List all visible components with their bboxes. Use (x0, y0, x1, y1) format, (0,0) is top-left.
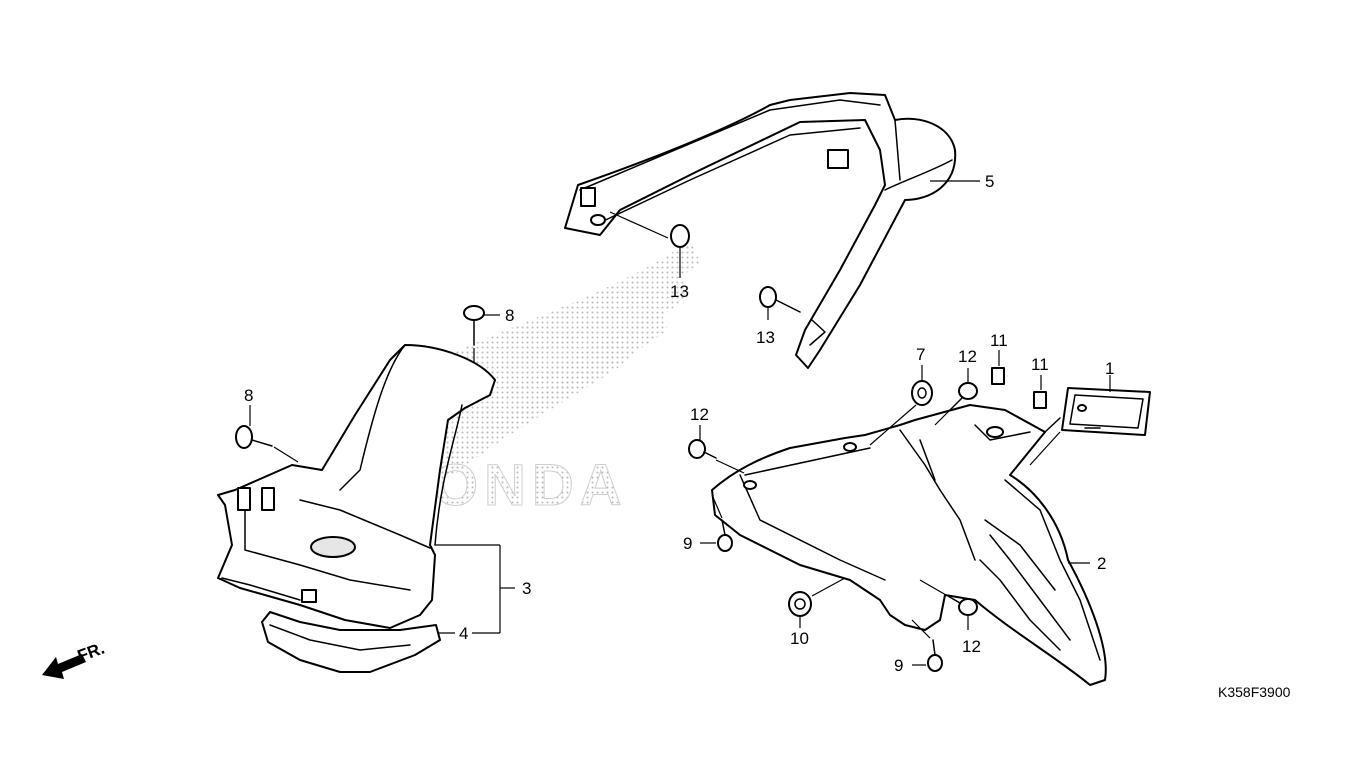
diagram-code: K358F3900 (1218, 684, 1291, 700)
callout-12-right: 12 (962, 637, 981, 656)
callout-11-a: 11 (990, 331, 1008, 350)
callout-10: 10 (790, 629, 809, 648)
part-5-rear-cowl (564, 92, 957, 369)
part-10-nut (788, 577, 846, 628)
part-8-bolt-left (235, 405, 299, 463)
part-7-grommet (869, 365, 933, 446)
callout-9-left: 9 (683, 534, 692, 553)
part-9-bolt-left (700, 494, 733, 552)
part-3-inner-fender (217, 344, 515, 633)
part-12-bolt-top (934, 368, 978, 426)
callout-5: 5 (985, 172, 994, 191)
front-arrow-icon (42, 654, 86, 679)
callout-8-top: 8 (505, 306, 514, 325)
callout-12-top: 12 (958, 347, 977, 366)
part-13-screw-lower (759, 286, 801, 320)
callout-11-b: 11 (1031, 355, 1049, 374)
callout-8-left: 8 (244, 386, 253, 405)
part-12-bolt-right (919, 579, 978, 630)
callout-13-lower: 13 (756, 328, 775, 347)
callout-1: 1 (1105, 359, 1114, 378)
callout-9-bottom: 9 (894, 656, 903, 675)
part-12-bolt-left (688, 425, 745, 474)
part-1-reflector (1029, 375, 1151, 466)
callout-7: 7 (916, 345, 925, 364)
part-13-screw-upper (609, 211, 690, 278)
callout-2: 2 (1097, 554, 1106, 573)
part-9-bolt-bottom (911, 619, 943, 672)
callout-3: 3 (522, 579, 531, 598)
front-direction-indicator: FR. (42, 639, 107, 679)
callout-4: 4 (459, 624, 468, 643)
part-2-rear-fender (711, 404, 1107, 686)
part-11-clip-b (1033, 375, 1047, 409)
part-4-seal-strip (261, 611, 500, 673)
callout-labels: 1 2 3 4 5 7 8 8 9 9 10 11 11 12 12 12 13… (244, 172, 1114, 675)
part-11-clip-a (991, 350, 1005, 385)
front-label: FR. (75, 639, 107, 666)
callout-12-left: 12 (690, 405, 709, 424)
callout-13-upper: 13 (670, 282, 689, 301)
